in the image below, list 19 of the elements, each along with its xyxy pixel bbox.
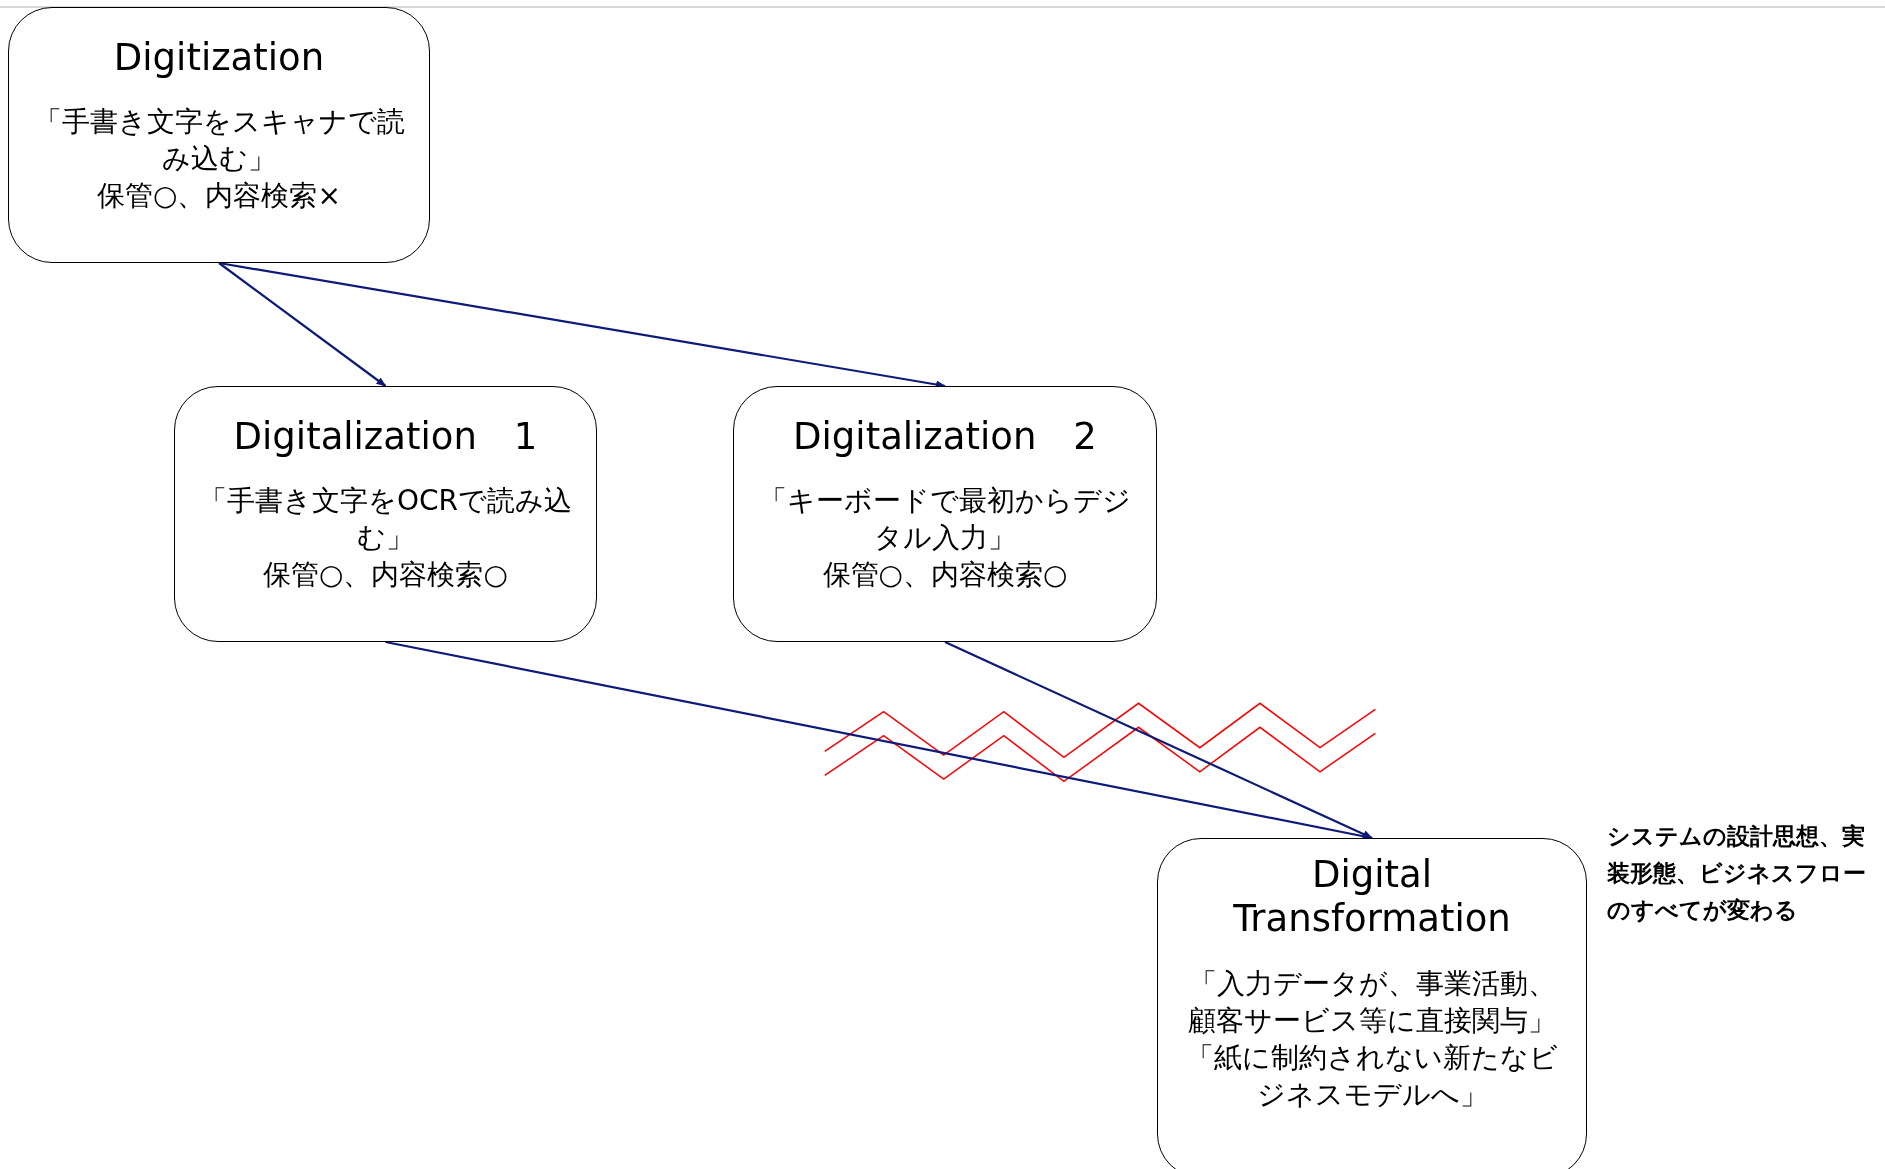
box-title: Digital Transformation [1232, 853, 1512, 942]
box-text: 「入力データが、事業活動、顧客サービス等に直接関与」 [1187, 965, 1557, 1039]
box-text: 「キーボードで最初からデジタル入力」 [758, 483, 1132, 557]
process-box [733, 386, 1157, 642]
box-text: 「手書き文字をOCRで読み込む」 [197, 483, 573, 557]
box-text: 保管○、内容検索○ [821, 557, 1069, 594]
box-text: 保管○、内容検索○ [262, 557, 509, 594]
arrow [944, 641, 1373, 839]
arrow [218, 262, 387, 387]
box-text: 保管○、内容検索× [96, 178, 342, 215]
box-text: 「手書き文字をスキャナで読み込む」 [32, 104, 406, 178]
box-title: Digitalization 2 [792, 415, 1098, 460]
process-box [1157, 838, 1587, 1169]
box-title: Digitalization 1 [232, 415, 539, 460]
process-box [174, 386, 597, 642]
side-note: システムの設計思想、実装形態、ビジネスフローのすべてが変わる [1607, 822, 1867, 925]
box-text: 「紙に制約されない新たなビジネスモデルへ」 [1185, 1039, 1559, 1113]
box-title: Digitization [112, 36, 326, 81]
process-box [8, 7, 430, 263]
